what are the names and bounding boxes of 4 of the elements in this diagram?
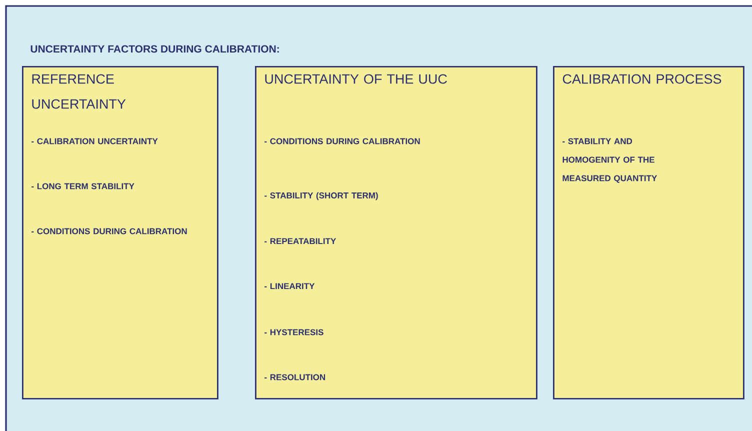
text-box: REFERENCE UNCERTAINTY - CALIBRATION UNCERTAINTY - LONG TERM STABILITY - CONDITIONS DURING CALIBRATION bbox=[22, 66, 218, 400]
title: UNCERTAINTY FACTORS DURING CALIBRATION: bbox=[30, 45, 279, 53]
text-box: CALIBRATION PROCESS - STABILITY AND HOMOGENITY OF THE MEASURED QUANTITY bbox=[553, 66, 744, 400]
text-box: UNCERTAINTY OF THE UUC - CONDITIONS DURING CALIBRATION - STABILITY (SHORT TERM) - REPEATABILITY - LINEARITY - HYSTERESIS - RESOLUTION bbox=[255, 66, 538, 400]
